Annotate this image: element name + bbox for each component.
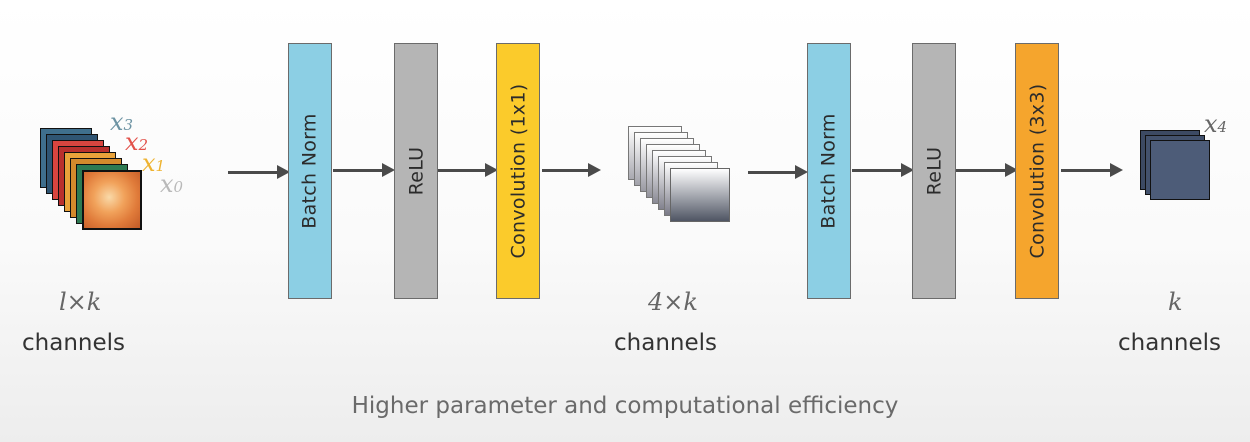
arrow-relu2-to-conv3 bbox=[956, 163, 1018, 177]
input-dim-math: l×k bbox=[59, 288, 102, 316]
stack-layer-x0-image bbox=[82, 170, 142, 230]
input-label-x1: x1 bbox=[142, 149, 166, 177]
batch-norm-block-2: Batch Norm bbox=[807, 43, 851, 299]
mid-layer bbox=[670, 168, 730, 222]
input-dim-label: channels bbox=[22, 330, 125, 356]
arrow-mid-to-bn2 bbox=[748, 165, 808, 179]
caption: Higher parameter and computational effic… bbox=[351, 393, 899, 419]
batch-norm-label-1: Batch Norm bbox=[299, 113, 322, 229]
output-dim-label: channels bbox=[1118, 330, 1221, 356]
mid-dim-label: channels bbox=[614, 330, 717, 356]
conv-1x1-block: Convolution (1x1) bbox=[496, 43, 540, 299]
mid-dim-math: 4×k bbox=[648, 288, 698, 316]
input-feature-stack bbox=[40, 128, 160, 248]
relu-block-1: ReLU bbox=[394, 43, 438, 299]
conv-1x1-label: Convolution (1x1) bbox=[507, 83, 529, 259]
input-label-x3: x3 bbox=[110, 108, 134, 136]
arrow-input-to-bn1 bbox=[228, 165, 290, 179]
relu-block-2: ReLU bbox=[912, 43, 956, 299]
batch-norm-block-1: Batch Norm bbox=[288, 43, 332, 299]
arrow-bn1-to-relu1 bbox=[333, 163, 395, 177]
output-feature-stack bbox=[1140, 130, 1220, 210]
arrow-relu1-to-conv1 bbox=[438, 163, 498, 177]
output-label-x4: x4 bbox=[1204, 110, 1228, 138]
conv-3x3-block: Convolution (3x3) bbox=[1015, 43, 1059, 299]
relu-label-1: ReLU bbox=[405, 146, 428, 196]
conv-3x3-label: Convolution (3x3) bbox=[1026, 83, 1048, 259]
arrow-bn2-to-relu2 bbox=[852, 163, 914, 177]
input-label-x0: x0 bbox=[160, 170, 184, 198]
output-layer bbox=[1150, 140, 1210, 200]
arrow-conv3-to-output bbox=[1061, 163, 1123, 177]
output-dim-math: k bbox=[1168, 288, 1183, 316]
arrow-conv1-to-mid bbox=[542, 163, 601, 177]
batch-norm-label-2: Batch Norm bbox=[818, 113, 841, 229]
relu-label-2: ReLU bbox=[923, 146, 946, 196]
input-label-x2: x2 bbox=[125, 128, 149, 156]
mid-feature-stack bbox=[628, 126, 738, 236]
